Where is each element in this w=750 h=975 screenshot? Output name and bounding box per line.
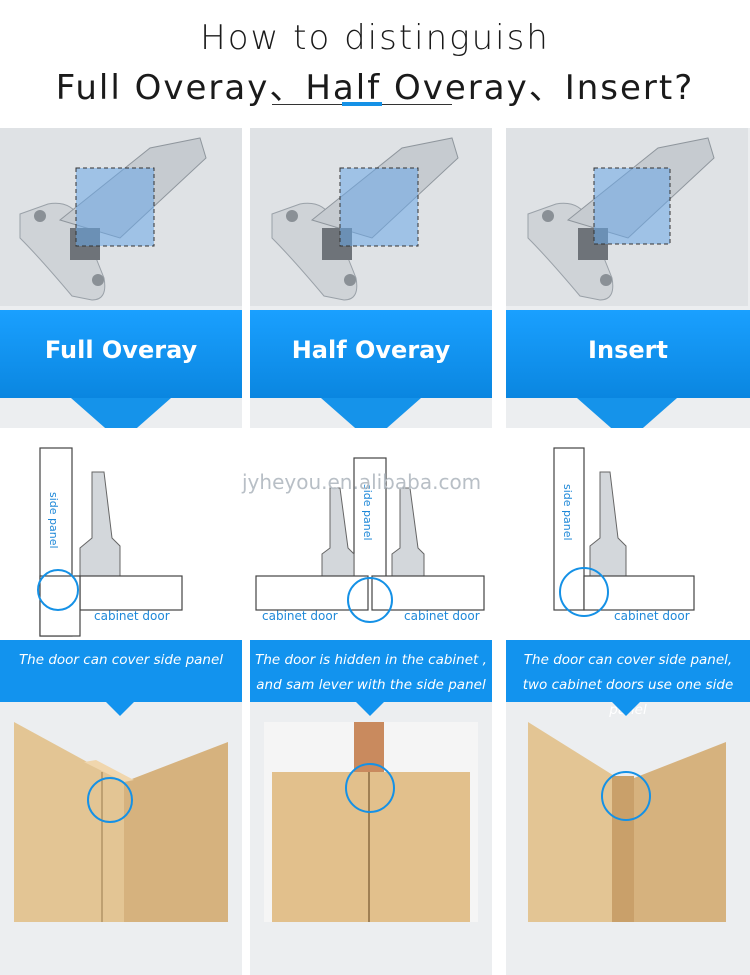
down-arrow-icon — [71, 398, 171, 442]
cabinet-door-label-left: cabinet door — [262, 609, 338, 623]
caption-bar: The door is hidden in the cabinet , and … — [250, 640, 492, 716]
diagram: side panel cabinet door cabinet door — [250, 428, 492, 640]
heading-banner: Insert — [506, 310, 750, 398]
caption-pointer — [356, 702, 384, 716]
cabinet-door-label: cabinet door — [614, 609, 690, 623]
caption-pointer — [106, 702, 134, 716]
diagram: side panel cabinet door — [506, 428, 750, 640]
caption-text: The door can cover side panel — [18, 652, 224, 668]
hinge-photo — [506, 128, 748, 306]
hinge-photo — [250, 128, 492, 306]
side-panel-label: side panel — [361, 484, 374, 541]
hinge-icon — [19, 137, 207, 301]
caption-text: The door is hidden in the cabinet , and … — [255, 652, 487, 693]
title-underline-accent — [342, 102, 382, 106]
heading-banner: Half Overay — [250, 310, 492, 398]
caption-pointer — [612, 702, 640, 716]
column-insert: Insert side panel cabinet door The door … — [506, 128, 750, 975]
heading-banner: Full Overay — [0, 310, 242, 398]
diagram: side panel cabinet door — [0, 428, 242, 640]
cabinet-photo — [264, 722, 478, 922]
hinge-icon — [271, 137, 459, 301]
watermark: jyheyou.en.alibaba.com — [242, 470, 482, 494]
column-full-overlay: Full Overay side panel cabinet door The … — [0, 128, 242, 975]
caption-bar: The door can cover side panel, two cabin… — [506, 640, 750, 718]
cabinet-door-label: cabinet door — [94, 609, 170, 623]
cabinet-photo — [14, 722, 228, 922]
down-arrow-icon — [577, 398, 677, 442]
cabinet-photo — [528, 722, 726, 922]
hinge-icon — [527, 137, 715, 301]
title-block: How to distinguish Full Overay、Half Over… — [0, 0, 750, 128]
side-panel-label: side panel — [47, 492, 60, 549]
title-line-1: How to distinguish — [200, 18, 550, 58]
heading-label: Half Overay — [291, 336, 451, 364]
hinge-photo — [0, 128, 242, 306]
down-arrow-icon — [321, 398, 421, 442]
heading-label: Full Overay — [44, 336, 198, 364]
caption-bar: The door can cover side panel — [0, 640, 242, 716]
heading-label: Insert — [588, 336, 668, 364]
column-half-overlay: Half Overay side panel cabinet door cabi… — [250, 128, 492, 975]
side-panel-label: side panel — [561, 484, 574, 541]
title-line-2: Full Overay、Half Overay、Insert? — [55, 68, 695, 108]
cabinet-door-label-right: cabinet door — [404, 609, 480, 623]
